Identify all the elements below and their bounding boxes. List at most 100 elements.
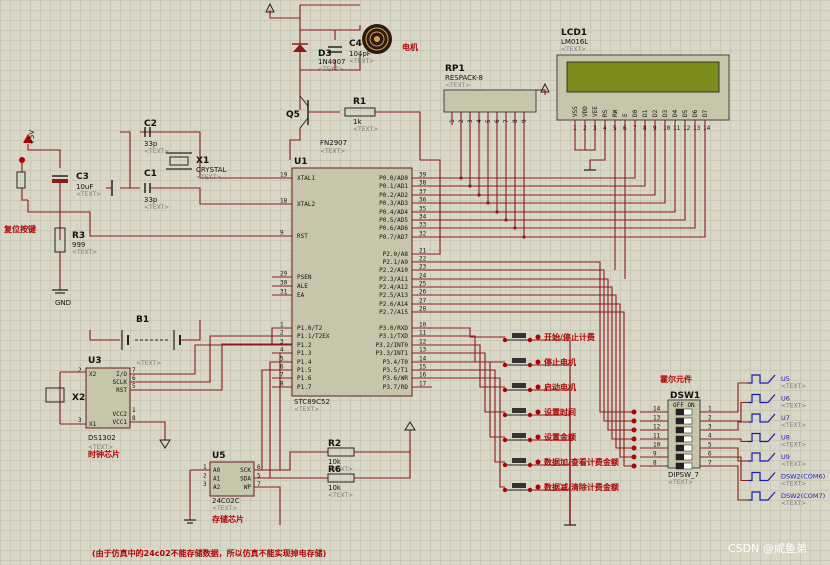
button-cap[interactable]: [512, 383, 526, 388]
rp-pin-number: 7: [503, 119, 510, 123]
lcd-pin-name: D1: [642, 109, 649, 117]
u3-pin-number: 3: [78, 417, 82, 424]
signal-placeholder: <TEXT>: [781, 461, 806, 468]
u3-pin-number: 2: [78, 367, 82, 374]
junction-dot: [522, 235, 526, 239]
push-button[interactable]: 启动电机: [432, 344, 576, 525]
r1-value: 1k: [353, 118, 362, 126]
push-button[interactable]: 数据加/查看计费金额: [432, 369, 619, 525]
p0-bus-wires: [420, 125, 706, 255]
rp1-placeholder: <TEXT>: [445, 82, 470, 89]
u1-pin-name: P0.0/AD0: [379, 175, 408, 182]
lcd-ref: LCD1: [561, 28, 587, 38]
u5-pin-number: 3: [203, 481, 207, 488]
button-cap[interactable]: [512, 458, 526, 463]
u5-pin-name: SDA: [240, 476, 251, 483]
rp-pin-number: 1: [449, 119, 456, 123]
button-cap[interactable]: [512, 483, 526, 488]
lcd-pin-number: 10: [663, 125, 671, 132]
signal-label: U9: [781, 453, 790, 461]
u1-pin-number: 14: [419, 356, 427, 363]
u1-pin-number: 13: [419, 347, 427, 354]
r2-value: 10k: [328, 458, 342, 466]
u5-pin-number: 6: [257, 464, 261, 471]
motor-icon: [362, 24, 392, 54]
lcd-pin-number: 8: [643, 125, 647, 132]
signal-placeholder: <TEXT>: [781, 403, 806, 410]
u1-pin-name: P2.5/A13: [379, 292, 408, 299]
r3-value: 999: [72, 241, 85, 249]
crystal-x1-symbol: [169, 156, 189, 166]
u3-pin-name: I/O: [116, 371, 127, 378]
dsw-pin-number: 3: [708, 424, 712, 431]
button-indicator-icon: [535, 409, 541, 415]
u1-pin-name: P0.6/AD6: [379, 225, 408, 232]
u1-pin-name: P2.7/A15: [379, 309, 408, 316]
push-button[interactable]: 数据减/清除计费金额: [432, 377, 619, 525]
signal-generator: U7<TEXT>: [720, 413, 806, 431]
junction-dot: [459, 176, 463, 180]
p2-to-dsw-wire: [432, 261, 634, 413]
signal-placeholder: <TEXT>: [781, 442, 806, 449]
p1-wires: [261, 352, 292, 478]
u1-pin-name: P0.2/AD2: [379, 192, 408, 199]
signal-sources: U5<TEXT>U6<TEXT>U7<TEXT>U8<TEXT>U9<TEXT>…: [720, 374, 825, 507]
junction-dot: [477, 193, 481, 197]
push-button[interactable]: 开始/停止计费: [432, 327, 595, 525]
u1-pin-name: XTAL2: [297, 201, 315, 208]
u1-pin-name: P1.0/T2: [297, 325, 323, 332]
motor-label: 电机: [402, 42, 418, 52]
lcd-pin-number: 1: [573, 125, 577, 132]
lcd-pin-name: RS: [602, 109, 609, 117]
u1-pin-number: 4: [280, 347, 284, 354]
push-button[interactable]: 停止电机: [432, 335, 576, 525]
button-cap[interactable]: [512, 408, 526, 413]
u3-pin-number: 8: [132, 415, 136, 422]
rp1-part: RESPACK-8: [445, 74, 483, 82]
button-indicator-icon: [535, 334, 541, 340]
button-label: 设置金额: [544, 432, 576, 442]
button-cap[interactable]: [512, 333, 526, 338]
u1-pin-name: P3.7/RD: [383, 384, 409, 391]
u1-pin-name: P3.2/INT0: [375, 342, 408, 349]
signal-generator: U5<TEXT>: [720, 374, 806, 413]
vcc-label: +5V: [28, 130, 36, 145]
resistor-r1-symbol: [344, 107, 376, 117]
u1-pin-number: 33: [419, 222, 427, 229]
resistor-r6-symbol: [327, 473, 355, 483]
junction-dot: [495, 210, 499, 214]
u5-note: 存储芯片: [211, 514, 244, 524]
u1-pin-number: 36: [419, 197, 427, 204]
button-cap[interactable]: [512, 433, 526, 438]
x2-ref: X2: [72, 393, 85, 403]
r6-placeholder: <TEXT>: [328, 492, 353, 499]
u1-pin-number: 27: [419, 298, 427, 305]
u3-pin-number: 1: [132, 407, 136, 414]
reset-button-symbol[interactable]: [16, 157, 28, 201]
button-wire: [432, 377, 505, 488]
u1-placeholder: <TEXT>: [294, 406, 319, 413]
p0-to-lcd-wire: [497, 132, 676, 213]
u3-pin-number: 6: [132, 375, 136, 382]
r3-ref: R3: [72, 231, 85, 241]
p2-to-dsw-wire: [432, 269, 634, 422]
dsw-pin-number: 7: [708, 460, 712, 467]
lcd-pin-name: D4: [672, 109, 679, 117]
push-button[interactable]: 设置时间: [432, 352, 576, 525]
p0-to-rp-wire: [432, 125, 507, 221]
q5-part: FN2907: [320, 139, 347, 147]
u1-pin-name: P2.4/A12: [379, 284, 408, 291]
u1-pin-number: 17: [419, 381, 427, 388]
button-indicator-icon: [535, 459, 541, 465]
button-label: 启动电机: [544, 382, 576, 392]
u1-pin-number: 32: [419, 231, 427, 238]
u1-pin-name: P2.0/A8: [383, 251, 409, 258]
p2-0-wire: [420, 159, 441, 255]
u1-pin-number: 35: [419, 206, 427, 213]
dsw-pin-number: 1: [708, 406, 712, 413]
button-cap[interactable]: [512, 358, 526, 363]
u1-pin-name: P0.5/AD5: [379, 217, 408, 224]
u5-pin-number: 2: [203, 473, 207, 480]
